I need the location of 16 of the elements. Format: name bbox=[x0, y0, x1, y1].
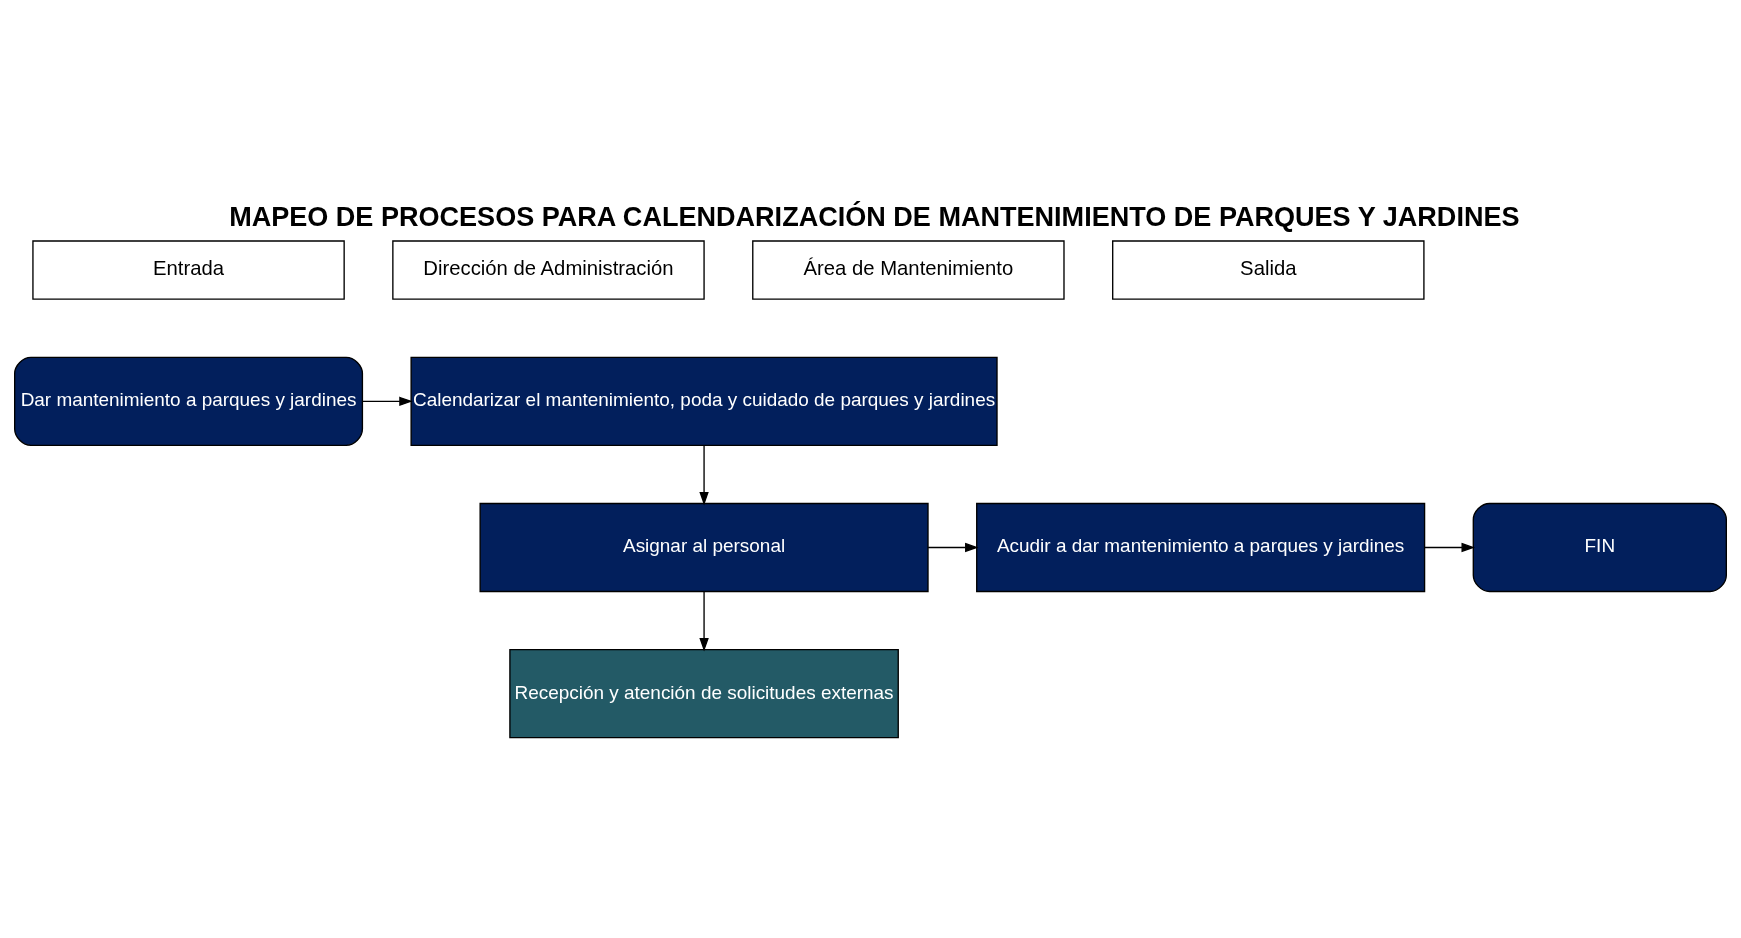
node-box: Calendarizar el mantenimiento, poda y cuidado de parques y jardines bbox=[410, 356, 998, 446]
node-box: Asignar al personal bbox=[479, 502, 929, 593]
label: Dirección de Administración bbox=[423, 256, 674, 279]
diagram-title: MAPEO DE PROCESOS PARA CALENDARIZACIÓN DE MANTENIMIENTO DE PARQUES Y JARDINES bbox=[229, 202, 1520, 233]
node-box: FIN bbox=[1472, 502, 1727, 593]
label: Salida bbox=[1240, 256, 1297, 279]
node-box: Recepción y atención de solicitudes externas bbox=[509, 648, 899, 739]
arrow bbox=[362, 396, 413, 407]
arrow bbox=[927, 542, 979, 553]
label: Entrada bbox=[153, 256, 225, 279]
arrow bbox=[699, 590, 709, 652]
label: Área de Mantenimiento bbox=[803, 256, 1014, 279]
node-box: Acudir a dar mantenimiento a parques y jardines bbox=[976, 502, 1426, 593]
arrow bbox=[699, 444, 709, 506]
node-box: Dar mantenimiento a parques y jardines bbox=[14, 356, 364, 446]
arrow bbox=[1424, 542, 1476, 553]
